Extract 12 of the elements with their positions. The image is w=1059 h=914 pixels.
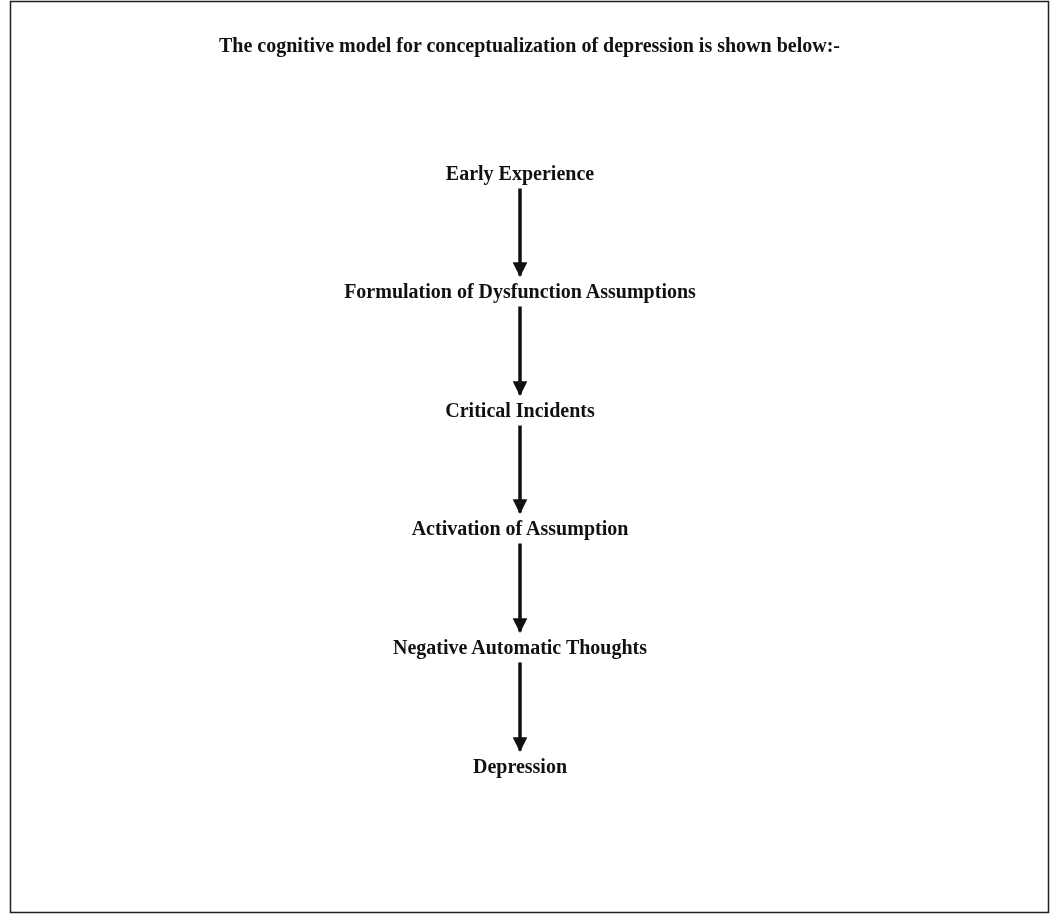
- down-arrow: [512, 662, 528, 752]
- down-arrow: [512, 543, 528, 633]
- down-arrow: [512, 306, 528, 396]
- step-text: Critical Incidents: [445, 398, 595, 422]
- step-text: Depression: [472, 754, 568, 778]
- down-arrow: [512, 188, 528, 277]
- title: The cognitive model for conceptualization of depression is shown below:-: [218, 34, 841, 57]
- step-text: Formulation of Dysfunction Assumptions: [344, 279, 696, 303]
- step-text: Activation of Assumption: [411, 516, 629, 540]
- down-arrow: [512, 425, 528, 514]
- step-text: Early Experience: [445, 161, 595, 185]
- step-text: Negative Automatic Thoughts: [392, 635, 648, 659]
